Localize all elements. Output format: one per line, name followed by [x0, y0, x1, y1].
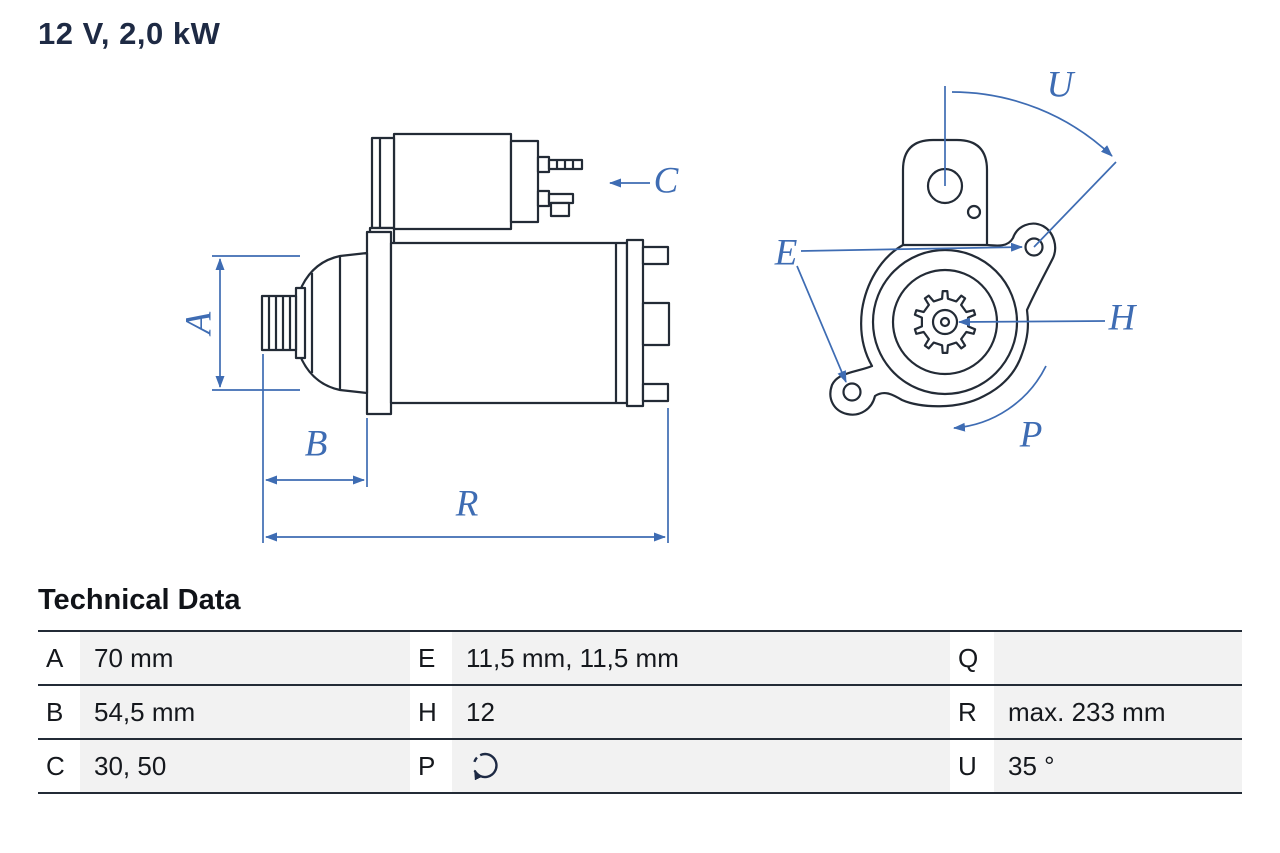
dimension-label-b: B [305, 423, 328, 464]
tech-key-cell: B [38, 686, 80, 738]
tech-key-cell: E [410, 632, 452, 684]
tech-key-cell: U [950, 740, 994, 792]
tech-key-cell: Q [950, 632, 994, 684]
solenoid-terminals [536, 155, 584, 218]
technical-data-heading: Technical Data [38, 584, 241, 616]
rotation-direction-icon [472, 752, 498, 781]
mounting-flange-side [365, 230, 393, 416]
tech-key-cell: H [410, 686, 452, 738]
tech-value-cell: max. 233 mm [994, 686, 1242, 738]
table-row: C 30, 50 P U 35 ° [38, 740, 1242, 794]
tech-value-cell: 54,5 mm [80, 686, 410, 738]
solenoid-bracket [370, 136, 396, 230]
tech-key-cell: A [38, 632, 80, 684]
drive-end-housing [296, 251, 369, 395]
dimension-label-h: H [1108, 297, 1138, 338]
dimension-b: B [262, 354, 368, 543]
tech-value-cell: 70 mm [80, 632, 410, 684]
dimension-label-p: P [1019, 414, 1043, 455]
tech-value-cell: 30, 50 [80, 740, 410, 792]
solenoid-end-cap [509, 139, 540, 224]
table-row: B 54,5 mm H 12 R max. 233 mm [38, 686, 1242, 740]
table-row: A 70 mm E 11,5 mm, 11,5 mm Q [38, 632, 1242, 686]
dimension-label-c: C [654, 160, 680, 201]
tech-value-cell: 12 [452, 686, 950, 738]
tech-value-cell [994, 632, 1242, 684]
dimension-label-r: R [455, 483, 479, 524]
solenoid-body [392, 132, 513, 231]
side-view [260, 132, 671, 416]
tech-key-cell: P [410, 740, 452, 792]
flange-hole-left [842, 382, 862, 402]
dimension-p: P [953, 365, 1047, 455]
dimension-u: U [944, 64, 1117, 248]
dimension-c: C [609, 160, 680, 201]
dimension-e: E [774, 232, 1023, 383]
dimension-label-u: U [1047, 64, 1076, 105]
tech-key-cell: C [38, 740, 80, 792]
technical-data-table: A 70 mm E 11,5 mm, 11,5 mm Q B 54,5 mm H… [38, 630, 1242, 794]
dimension-h: H [958, 297, 1138, 338]
technical-data-section: Technical Data A 70 mm E 11,5 mm, 11,5 m… [38, 584, 1242, 794]
drawing-title: 12 V, 2,0 kW [38, 16, 221, 51]
tech-value-cell: 11,5 mm, 11,5 mm [452, 632, 950, 684]
pinion-gear [260, 294, 298, 352]
tech-key-cell: R [950, 686, 994, 738]
starter-motor-diagram: A B R C [178, 64, 1138, 543]
dimension-label-e: E [774, 232, 798, 273]
dimension-r: R [265, 408, 669, 543]
tech-value-cell [452, 740, 950, 792]
dimension-a: A [178, 255, 300, 391]
motor-body [389, 241, 629, 405]
tech-value-cell: 35 ° [994, 740, 1242, 792]
dimension-label-a: A [178, 311, 219, 337]
front-view [829, 138, 1057, 416]
